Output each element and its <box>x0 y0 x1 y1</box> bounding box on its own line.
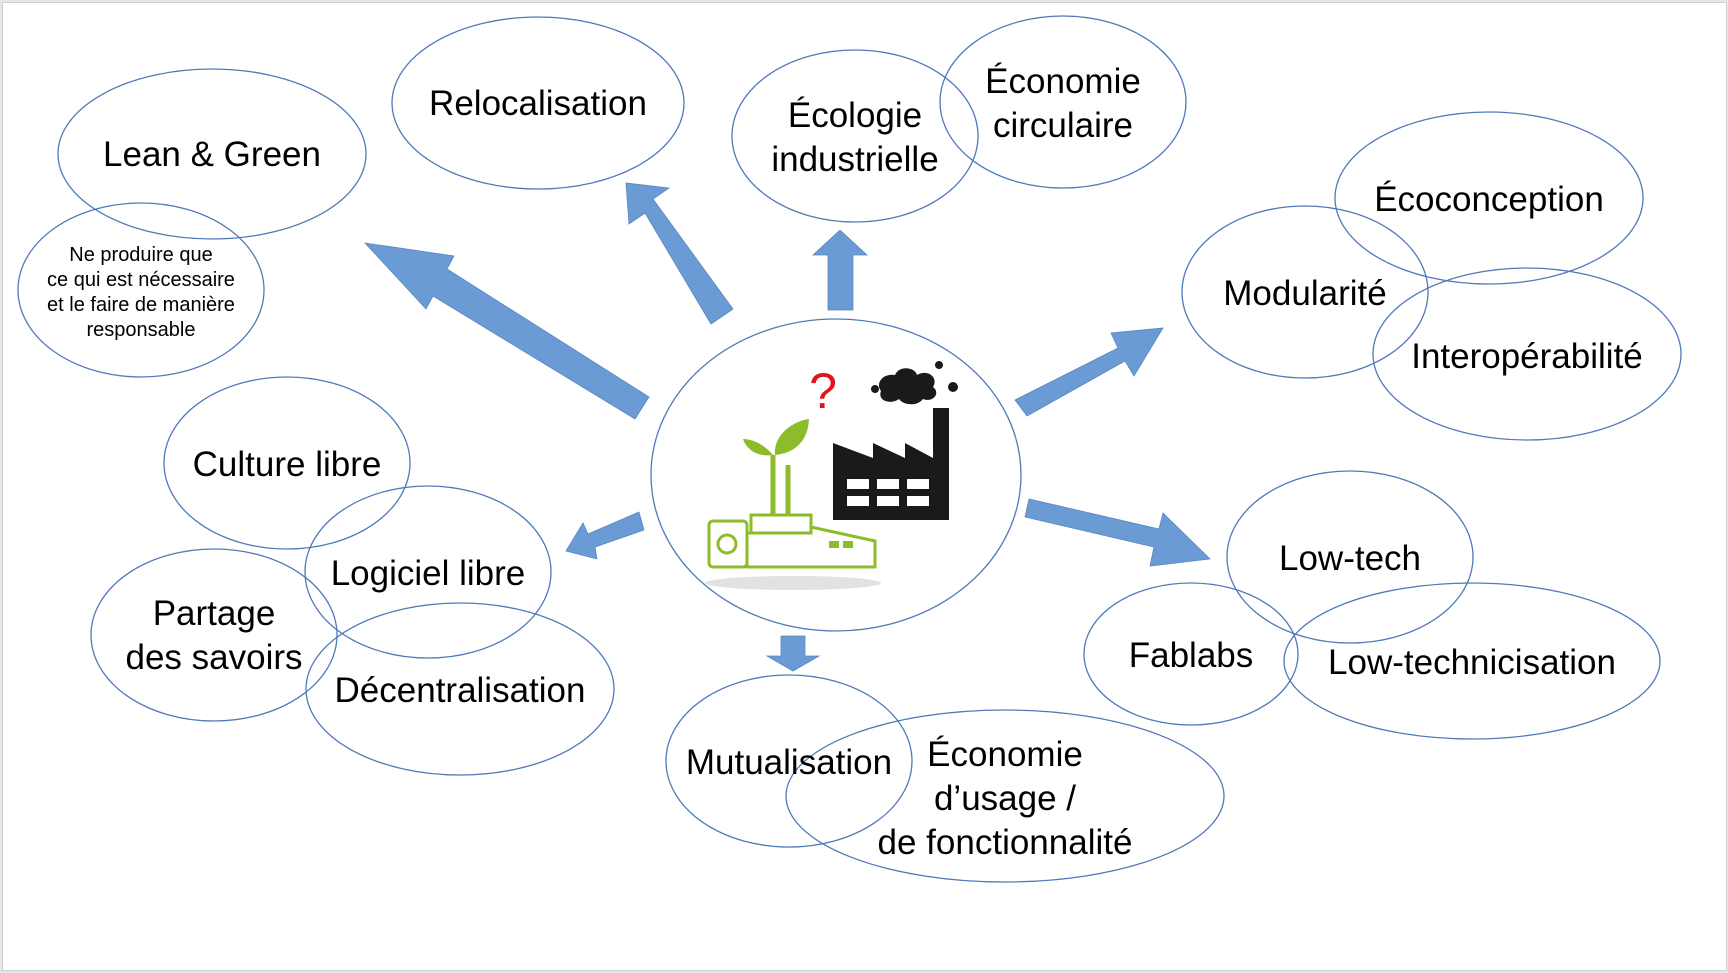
lean-green-note-line: responsable <box>87 319 196 341</box>
modularite-label: Modularité <box>1223 274 1386 313</box>
arrow-to-lean-green <box>363 242 650 420</box>
lean-green-note: Ne produire que ce qui est nécessaire et… <box>47 244 235 341</box>
low-technicisation-label: Low-technicisation <box>1328 643 1616 682</box>
relocalisation-label: Relocalisation <box>429 84 647 123</box>
modularite-bubble <box>1181 205 1429 379</box>
question-mark: ? <box>809 363 837 419</box>
partage-savoirs-label: des savoirs <box>125 638 302 677</box>
decentralisation-bubble <box>305 602 615 776</box>
lean-green-note-line: Ne produire que <box>69 244 212 266</box>
arrow-to-mutualisation <box>765 635 821 672</box>
arrows <box>363 182 1211 672</box>
economie-usage-label: d’usage / <box>934 779 1076 818</box>
leaf-icon <box>743 419 853 548</box>
mind-map-diagram: ? Lean & Green Ne produire que ce qui es… <box>17 15 1682 883</box>
economie-circulaire-label: Économie <box>985 62 1141 101</box>
low-technicisation-bubble <box>1283 582 1661 740</box>
green-plant-icon <box>707 455 877 569</box>
interoperabilite-label: Interopérabilité <box>1411 337 1643 376</box>
partage-savoirs-label: Partage <box>153 594 276 633</box>
ecologie-industrielle-label: Écologie <box>788 96 922 135</box>
fablabs-bubble <box>1083 582 1299 726</box>
low-tech-label: Low-tech <box>1279 539 1421 578</box>
logiciel-libre-bubble <box>304 485 552 659</box>
culture-libre-bubble <box>163 376 411 550</box>
factory-windows <box>847 479 929 506</box>
ecoconception-bubble <box>1334 111 1644 285</box>
lean-green-label: Lean & Green <box>103 135 321 174</box>
ecologie-industrielle-bubble <box>731 49 979 223</box>
economie-usage-label: Économie <box>927 735 1083 774</box>
arrow-to-ecologie-industrielle <box>811 229 869 311</box>
low-tech-bubble <box>1226 470 1474 644</box>
lean-green-note-line: et le faire de manière <box>47 294 235 316</box>
economie-circulaire-label: circulaire <box>993 106 1133 145</box>
interoperabilite-bubble <box>1372 267 1682 441</box>
relocalisation-bubble <box>391 16 685 190</box>
economie-circulaire-bubble <box>939 15 1187 189</box>
culture-libre-label: Culture libre <box>193 445 382 484</box>
bubbles <box>17 15 1682 883</box>
partage-savoirs-bubble <box>90 548 338 722</box>
center-bubble <box>650 318 1022 632</box>
factory-and-green-plant-icon: ? <box>705 361 958 590</box>
logiciel-libre-label: Logiciel libre <box>331 554 526 593</box>
arrow-to-logiciel-libre <box>565 511 645 560</box>
economie-usage-label: de fonctionnalité <box>878 823 1133 862</box>
factory-icon <box>833 361 958 520</box>
icon-shadow <box>705 576 881 590</box>
economie-usage-bubble <box>785 709 1225 883</box>
ecologie-industrielle-label: industrielle <box>771 140 938 179</box>
mutualisation-bubble <box>665 674 913 848</box>
lean-green-note-line: ce qui est nécessaire <box>47 269 235 291</box>
arrow-to-relocalisation <box>625 182 734 325</box>
arrow-to-low-tech <box>1024 498 1211 567</box>
arrow-to-modularite <box>1014 327 1164 417</box>
fablabs-label: Fablabs <box>1129 636 1254 675</box>
ecoconception-label: Écoconception <box>1374 180 1604 219</box>
lean-green-bubble <box>57 68 367 240</box>
labels: Lean & Green Ne produire que ce qui est … <box>47 62 1643 862</box>
mutualisation-label: Mutualisation <box>686 743 892 782</box>
decentralisation-label: Décentralisation <box>335 671 586 710</box>
lean-green-note-bubble <box>17 202 265 378</box>
